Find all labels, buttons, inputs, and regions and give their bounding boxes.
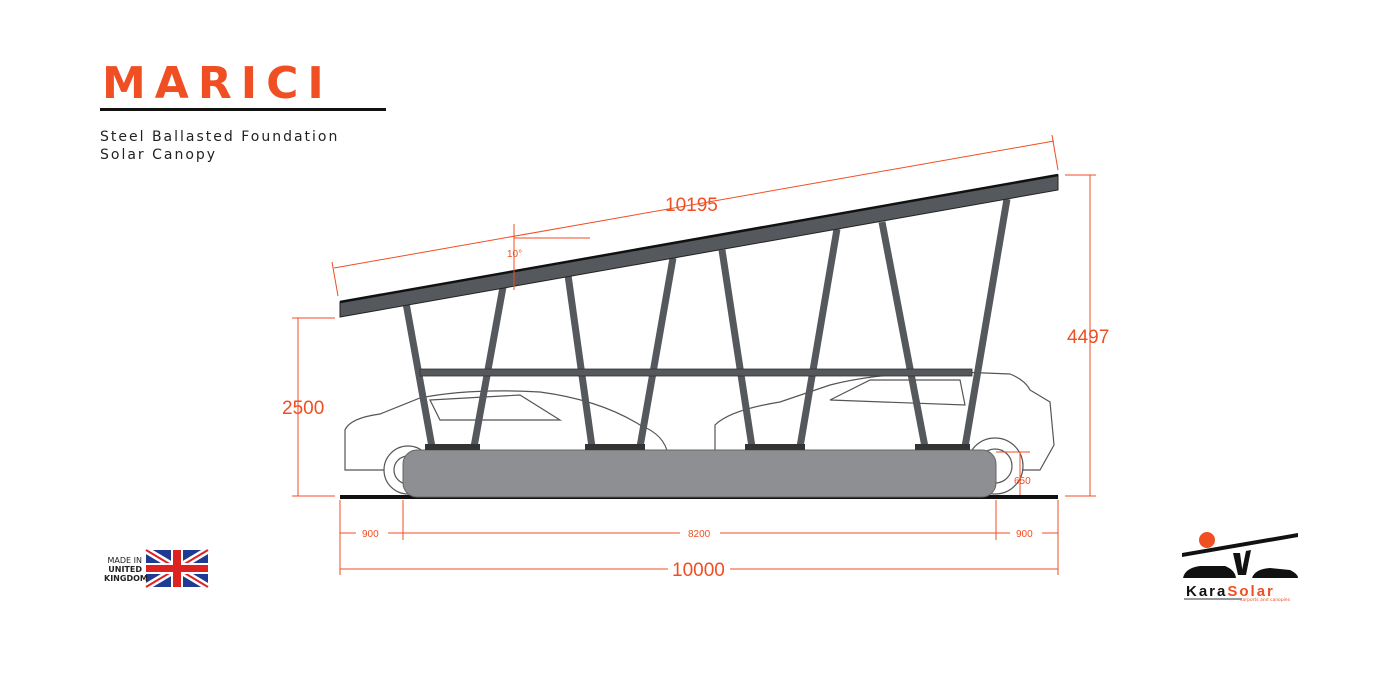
subtitle: Steel Ballasted Foundation Solar Canopy [100, 128, 339, 164]
logo-solar: Solar [1227, 583, 1275, 600]
badge-line-2: UNITED [108, 565, 142, 574]
ballast-height-label: 650 [1014, 476, 1031, 487]
left-overhang-label: 900 [362, 529, 379, 540]
badge-line-1: MADE IN [107, 556, 142, 565]
logo-tagline: carports and canopies [1240, 597, 1291, 603]
page-title: MARICI [102, 58, 333, 109]
title-underline [100, 108, 386, 111]
made-in-uk-badge: MADE IN UNITED KINGDOM [104, 556, 148, 583]
horizontal-beam [419, 368, 973, 377]
uk-flag-icon [144, 546, 210, 591]
steel-columns [402, 198, 1011, 448]
badge-line-3: KINGDOM [104, 574, 148, 583]
karasolar-logo: KaraSolar carports and canopies [1182, 532, 1298, 603]
front-height-label: 2500 [282, 398, 324, 419]
svg-text:KaraSolar: KaraSolar [1186, 583, 1275, 600]
ballast-block [402, 449, 997, 498]
ballast-length-label: 8200 [688, 529, 711, 540]
angle-label: 10° [507, 249, 522, 260]
subtitle-line-2: Solar Canopy [100, 147, 218, 163]
roof-length-label: 10195 [665, 195, 718, 216]
column-base-plates [425, 444, 970, 450]
right-overhang-label: 900 [1016, 529, 1033, 540]
rear-height-label: 4497 [1067, 327, 1109, 348]
subtitle-line-1: Steel Ballasted Foundation [100, 129, 340, 145]
total-length-label: 10000 [672, 560, 725, 581]
logo-kara: Kara [1186, 583, 1227, 600]
